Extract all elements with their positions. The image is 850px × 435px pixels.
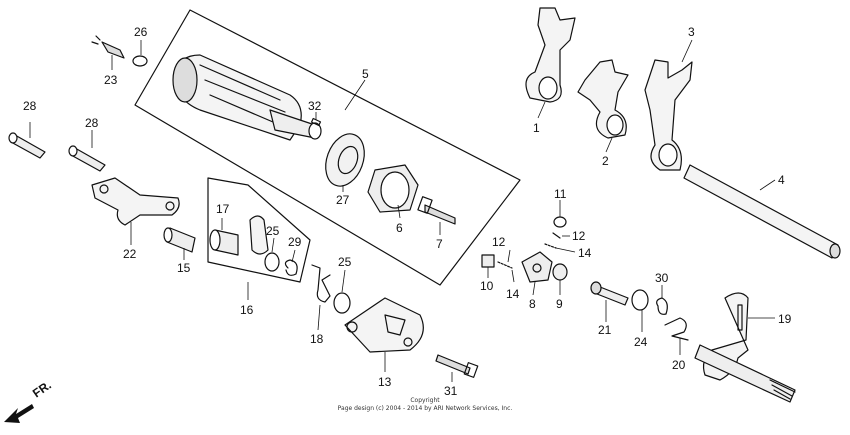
dowel-pin-left	[8, 132, 46, 159]
spring-14a	[497, 261, 513, 269]
collar-9	[552, 263, 568, 281]
shift-fork-2	[577, 59, 629, 139]
detent-assembly-frame	[207, 177, 311, 283]
callout-25b: 25	[338, 255, 352, 269]
callout-31: 31	[444, 384, 458, 398]
collar	[163, 227, 196, 253]
shift-drum	[172, 54, 322, 141]
callout-26: 26	[134, 25, 148, 39]
callout-19: 19	[778, 312, 792, 326]
callout-18: 18	[310, 332, 324, 346]
callout-14a: 14	[506, 287, 520, 301]
callout-27: 27	[336, 193, 350, 207]
spring-14b	[544, 243, 557, 249]
callout-8: 8	[529, 297, 536, 311]
clip-30	[656, 297, 668, 315]
shift-spindle	[694, 292, 796, 403]
dowel-pin-right	[68, 145, 106, 172]
callout-20: 20	[672, 358, 686, 372]
callout-1: 1	[533, 121, 540, 135]
callout-23: 23	[104, 73, 118, 87]
drum-assembly-frame	[134, 9, 521, 286]
callout-24: 24	[634, 335, 648, 349]
callout-17: 17	[216, 202, 230, 216]
shift-fork-1	[525, 7, 576, 103]
shift-fork-3	[644, 59, 693, 171]
drum-center	[367, 164, 419, 213]
callout-13: 13	[378, 375, 392, 389]
ratchet-8	[521, 251, 553, 283]
callout-11: 11	[554, 187, 567, 201]
neutral-switch	[91, 35, 125, 59]
stopper-arm	[249, 215, 269, 255]
stopper-plate	[91, 177, 180, 226]
front-direction-arrow-icon	[4, 404, 34, 423]
callout-3: 3	[688, 25, 695, 39]
callout-29: 29	[288, 235, 302, 249]
callout-28a: 28	[23, 99, 37, 113]
washer-26	[132, 55, 148, 67]
fork-shaft	[683, 164, 841, 259]
callout-15: 15	[177, 261, 191, 275]
callout-5: 5	[362, 67, 369, 81]
washer-24	[631, 289, 649, 311]
drum-pin	[310, 117, 322, 127]
callout-14b: 14	[578, 246, 592, 260]
collar-17	[209, 229, 239, 256]
callout-25a: 25	[266, 224, 280, 238]
callout-4: 4	[778, 173, 785, 187]
callout-22: 22	[123, 247, 137, 261]
callout-6: 6	[396, 221, 403, 235]
spring-18	[311, 264, 331, 303]
callout-16: 16	[240, 303, 254, 317]
callout-10: 10	[480, 279, 494, 293]
callout-28b: 28	[85, 116, 99, 130]
drum-bolt	[417, 196, 456, 225]
callout-7: 7	[436, 237, 443, 251]
callout-21: 21	[598, 323, 612, 337]
guide-plate	[344, 297, 424, 353]
pawl-10	[481, 254, 495, 268]
washer-25a	[264, 252, 280, 272]
pin-12	[552, 232, 561, 239]
washer-25b	[333, 292, 351, 314]
shaft-pin-21	[590, 281, 629, 306]
callout-32: 32	[308, 99, 322, 113]
bearing	[325, 133, 365, 187]
callout-30: 30	[655, 271, 669, 285]
bolt-31	[435, 354, 479, 378]
callout-12a: 12	[572, 229, 586, 243]
callout-12b: 12	[492, 235, 506, 249]
callout-2: 2	[602, 154, 609, 168]
spring-29	[284, 259, 298, 276]
copyright-line-1: Copyright	[410, 397, 440, 404]
copyright-line-2: Page design (c) 2004 - 2014 by ARI Netwo…	[337, 405, 513, 412]
callout-9: 9	[556, 297, 563, 311]
spring-20	[664, 317, 689, 341]
washer-11	[553, 216, 567, 228]
